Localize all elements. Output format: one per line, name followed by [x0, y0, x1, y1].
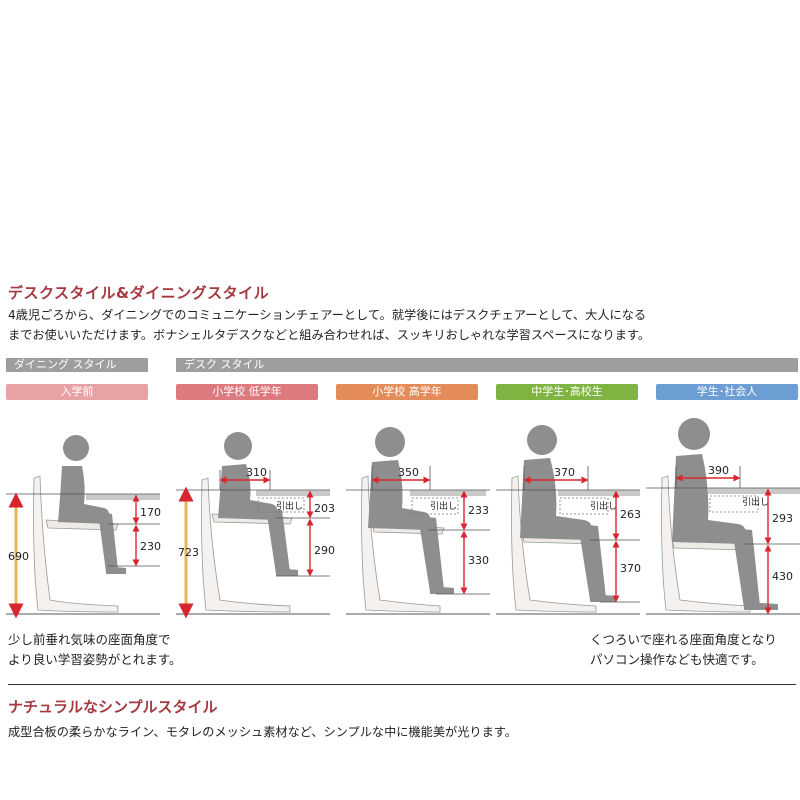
section-divider [8, 684, 796, 685]
chair-4 [511, 475, 597, 613]
stage-preschool: 入学前 [6, 384, 148, 400]
fig1-upper-label: 170 [140, 506, 161, 519]
seating-diagram: 690 170 230 引出し 310 723 203 290 [6, 418, 800, 619]
fig4-upper-label: 263 [620, 508, 641, 521]
chair-5 [661, 475, 751, 613]
desk-3 [410, 490, 486, 496]
body-text-2: 成型合板の柔らかなライン、モタレのメッシュ素材など、シンプルな中に機能美が光りま… [8, 725, 517, 739]
caption-left-line-1: 少し前垂れ気味の座面角度で [8, 632, 171, 647]
fig5-lower-label: 430 [772, 570, 793, 583]
fig3-upper-label: 233 [468, 504, 489, 517]
fig3-depth-label: 350 [398, 466, 419, 479]
stage-adult: 学生･社会人 [656, 384, 798, 400]
caption-right: くつろいで座れる座面角度となり パソコン操作なども快適です。 [590, 630, 777, 670]
person-1 [58, 435, 126, 574]
fig2-lower-label: 290 [314, 544, 335, 557]
desk-2 [256, 490, 330, 496]
lead-line-1: 4歳児ごろから、ダイニングでのコミュニケーションチェアーとして。就学後にはデスク… [8, 308, 647, 322]
drawer-3 [411, 497, 459, 515]
fig3-lower-label: 330 [468, 554, 489, 567]
figure-elementary-upper: 引出し 350 233 330 [346, 427, 490, 613]
caption-left: 少し前垂れ気味の座面角度で より良い学習姿勢がとれます。 [8, 630, 182, 670]
fig5-depth-label: 390 [708, 464, 729, 477]
stage-junior-senior-high: 中学生･高校生 [496, 384, 638, 400]
table-1 [86, 494, 160, 500]
caption-right-line-2: パソコン操作なども快適です。 [590, 652, 764, 667]
lead-text: 4歳児ごろから、ダイニングでのコミュニケーションチェアーとして。就学後にはデスク… [8, 305, 798, 345]
lead-line-2: までお使いいただけます。ボナシェルタデスクなどと組み合わせれば、スッキリおしゃれ… [8, 328, 651, 342]
figure-elementary-lower: 引出し 310 723 203 290 [176, 432, 335, 619]
fig5-drawer-label: 引出し [742, 496, 769, 508]
drawer-2 [257, 497, 305, 513]
fig4-lower-label: 370 [620, 562, 641, 575]
drawer-5 [709, 495, 759, 513]
person-4 [520, 425, 616, 602]
drawer-4 [559, 497, 609, 515]
fig1-total-label: 690 [8, 550, 29, 563]
fig4-drawer-label: 引出し [590, 500, 617, 512]
figure-junior-senior-high: 引出し 370 263 370 [496, 425, 641, 613]
desk-style-bar: デスク スタイル [176, 358, 798, 372]
fig1-lower-label: 230 [140, 540, 161, 553]
fig2-drawer-label: 引出し [276, 500, 303, 512]
fig2-upper-label: 203 [314, 502, 335, 515]
stage-elementary-lower: 小学校 低学年 [176, 384, 318, 400]
section-heading: デスクスタイル&ダイニングスタイル [8, 284, 270, 302]
chair-2 [201, 477, 291, 613]
person-5 [672, 418, 778, 610]
chair-1 [33, 475, 119, 613]
desk-4 [558, 490, 640, 496]
dining-style-bar: ダイニング スタイル [6, 358, 148, 372]
chair-3 [361, 475, 441, 613]
fig3-drawer-label: 引出し [430, 500, 457, 512]
stage-elementary-upper: 小学校 高学年 [336, 384, 478, 400]
fig2-depth-label: 310 [246, 466, 267, 479]
fig2-total-label: 723 [178, 546, 199, 559]
section-heading-2: ナチュラルなシンプルスタイル [8, 698, 218, 716]
desk-5 [708, 488, 800, 494]
figure-adult: 引出し 390 293 430 [646, 418, 800, 615]
caption-right-line-1: くつろいで座れる座面角度となり [590, 632, 777, 647]
fig4-depth-label: 370 [554, 466, 575, 479]
fig5-upper-label: 293 [772, 512, 793, 525]
caption-left-line-2: より良い学習姿勢がとれます。 [8, 652, 182, 667]
figure-preschool: 690 170 230 [6, 435, 161, 619]
